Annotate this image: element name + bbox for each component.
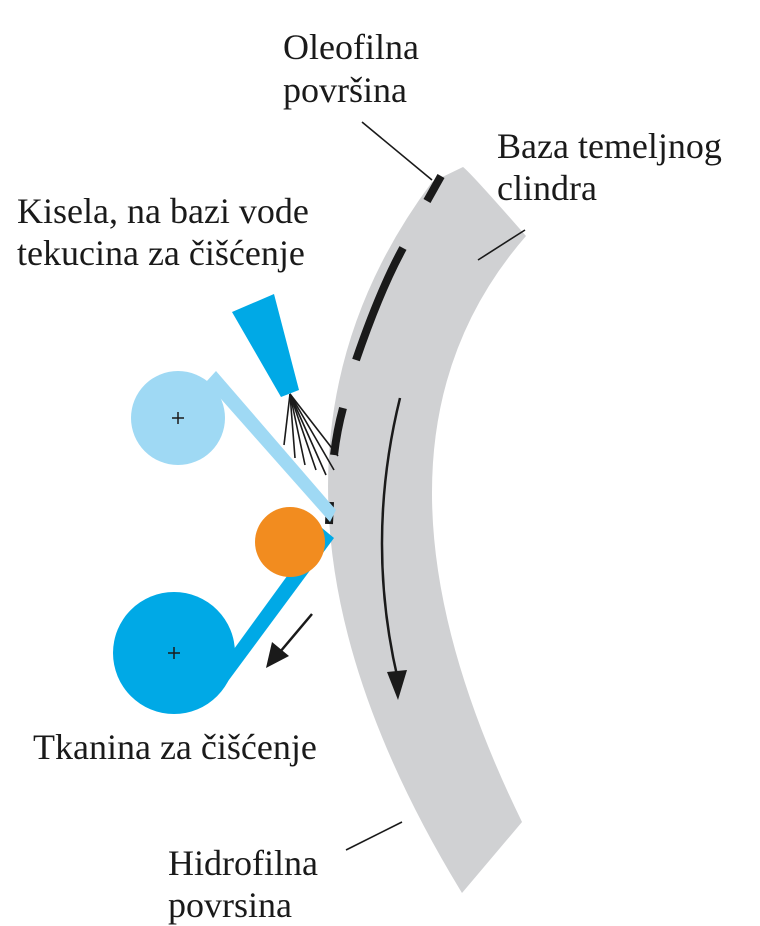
label-oleofilna-line1: Oleofilna xyxy=(283,27,419,67)
label-baza-line2: clindra xyxy=(497,168,597,208)
supply-roll-center-icon xyxy=(172,412,184,424)
cloth-upper-strip xyxy=(206,371,336,522)
label-kisela-line1: Kisela, na bazi vode xyxy=(17,191,309,231)
label-tkanina: Tkanina za čišćenje xyxy=(33,727,317,767)
spray-nozzle xyxy=(232,294,299,397)
label-oleofilna-line2: površina xyxy=(283,70,407,110)
cloth-direction-arrow-head xyxy=(266,642,289,668)
takeup-roll-center-icon xyxy=(168,647,180,659)
ink-patch-2 xyxy=(352,246,407,362)
ink-patch-1 xyxy=(423,174,445,203)
leader-lines xyxy=(345,121,526,851)
rotation-arrow-line xyxy=(380,397,402,681)
rotation-arrow-head xyxy=(387,670,407,700)
cylinder-base-band xyxy=(328,167,526,893)
leader-baza xyxy=(477,229,526,261)
label-hidrofilna-line1: Hidrofilna xyxy=(168,843,318,883)
leader-hidrofilna xyxy=(345,821,403,851)
label-hidrofilna-line2: povrsina xyxy=(168,885,292,925)
leader-oleofilna xyxy=(361,121,433,181)
label-baza-line1: Baza temeljnog xyxy=(497,126,722,166)
cloth-direction-arrow-line xyxy=(279,613,313,653)
spray-lines xyxy=(283,393,339,476)
pressure-roller xyxy=(255,507,325,577)
label-kisela-line2: tekucina za čišćenje xyxy=(17,233,305,273)
